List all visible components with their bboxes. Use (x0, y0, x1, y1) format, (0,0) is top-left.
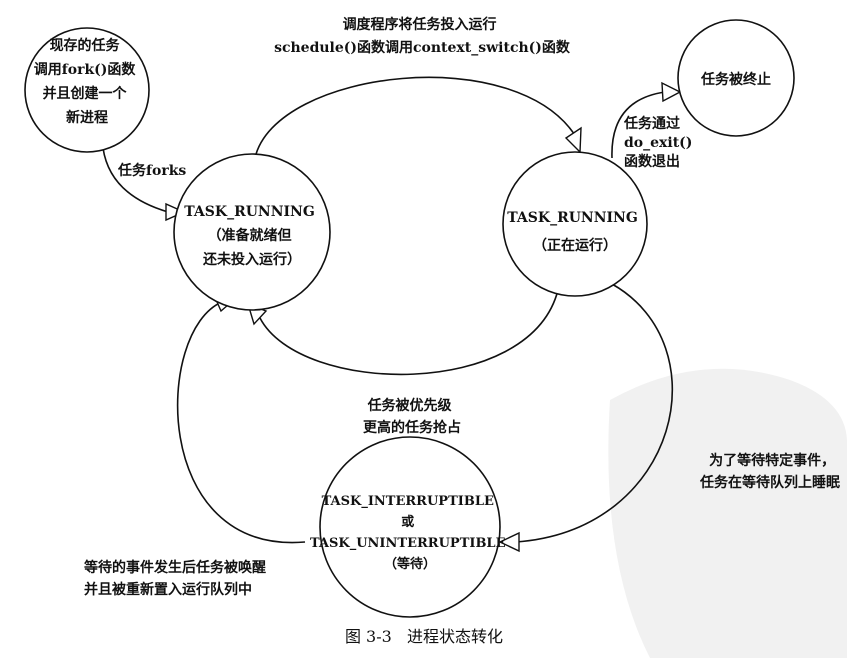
figure-caption: 图 3-3 进程状态转化 (345, 627, 503, 646)
node-terminated-label: 任务被终止 (700, 71, 771, 88)
node-ready-label: TASK_RUNNING （准备就绪但 还未投入运行） (184, 204, 319, 268)
node-existing-task (24, 27, 150, 153)
edge-fork-label: 任务forks (117, 162, 186, 179)
edge-exit-arrowhead (661, 81, 682, 103)
edge-preempt-label: 任务被优先级 更高的任务抢占 (363, 397, 461, 436)
node-running (502, 151, 648, 297)
edge-schedule-label: 调度程序将任务投入运行 schedule()函数调用context_switch… (274, 16, 571, 56)
node-waiting-label: TASK_INTERRUPTIBLE 或 TASK_UNINTERRUPTIBL… (310, 494, 510, 572)
node-existing-task-label: 现存的任务 调用fork()函数 并且创建一个 新进程 (34, 37, 141, 126)
edge-preempt (259, 289, 559, 376)
edge-schedule (254, 76, 579, 159)
watermark-shape (608, 368, 847, 658)
edge-wake (176, 301, 306, 544)
edge-sleep (515, 283, 674, 543)
edge-wake-label: 等待的事件发生后任务被唤醒 并且被重新置入运行队列中 (84, 559, 271, 598)
edge-sleep-arrowhead (498, 531, 520, 553)
edge-schedule-arrowhead (564, 126, 582, 154)
edge-exit (611, 91, 666, 159)
node-terminated (677, 19, 795, 137)
node-running-label: TASK_RUNNING （正在运行） (507, 210, 642, 254)
edge-exit-label: 任务通过 do_exit() 函数退出 (623, 115, 697, 170)
node-ready (173, 153, 331, 311)
node-waiting (319, 436, 501, 618)
edge-sleep-label: 为了等待特定事件， 任务在等待队列上睡眠 (699, 452, 840, 491)
edge-fork (102, 147, 169, 213)
